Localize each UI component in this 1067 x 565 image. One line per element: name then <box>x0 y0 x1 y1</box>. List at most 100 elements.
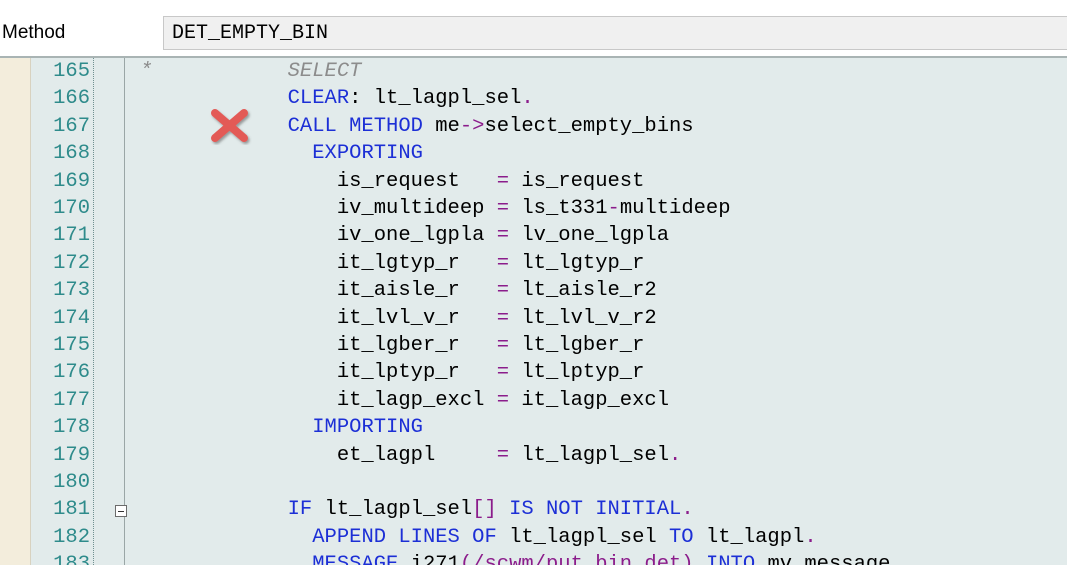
code-token: it_lagp_excl <box>140 388 497 412</box>
code-token: it_lptyp_r <box>140 361 497 385</box>
code-token: lt_aisle_r2 <box>509 279 657 303</box>
code-text: is_request = is_request <box>140 168 645 195</box>
code-token: lt_lagpl <box>693 525 805 549</box>
code-token: SELECT <box>287 60 362 83</box>
code-line[interactable]: 180 <box>0 469 1067 496</box>
code-token: me <box>422 114 460 138</box>
code-token: IMPORTING <box>312 416 423 440</box>
fold-margin <box>124 58 125 565</box>
code-line[interactable]: 183 MESSAGE i271(/scwm/put_bin_det) INTO… <box>0 551 1067 565</box>
code-text: iv_one_lgpla = lv_one_lgpla <box>140 222 669 249</box>
code-token: it_lgber_r <box>140 334 497 357</box>
code-token: lv_one_lgpla <box>509 224 670 248</box>
code-token: INTO <box>705 553 756 565</box>
code-text: CLEAR: lt_lagpl_sel. <box>140 85 534 112</box>
breakpoint-strip[interactable] <box>0 58 31 565</box>
code-text: it_lvl_v_r = lt_lvl_v_r2 <box>140 305 657 332</box>
code-token: IF <box>287 498 313 522</box>
code-line[interactable]: 168 EXPORTING <box>0 140 1067 167</box>
code-line[interactable]: 165* SELECT <box>0 58 1067 85</box>
code-token: EXPORTING <box>312 142 423 166</box>
code-token <box>497 498 509 521</box>
line-number: 183 <box>53 553 90 565</box>
code-token: et_lagpl <box>140 443 497 467</box>
line-number: 170 <box>53 197 90 220</box>
red-x-icon[interactable] <box>208 107 252 145</box>
line-number: 167 <box>53 114 90 138</box>
code-text: APPEND LINES OF lt_lagpl_sel TO lt_lagpl… <box>140 524 817 551</box>
code-token: mv_message <box>755 553 891 565</box>
code-token: . <box>521 87 534 111</box>
code-text: it_lgber_r = lt_lgber_r <box>140 332 645 359</box>
method-name-field[interactable]: DET_EMPTY_BIN <box>163 16 1067 50</box>
code-line[interactable]: 171 iv_one_lgpla = lv_one_lgpla <box>0 222 1067 249</box>
code-token: MESSAGE <box>312 553 399 565</box>
code-text: IF lt_lagpl_sel[] IS NOT INITIAL. <box>140 496 694 523</box>
code-token: it_lvl_v_r <box>140 306 497 330</box>
code-line[interactable]: 175 it_lgber_r = lt_lgber_r <box>0 332 1067 359</box>
code-token: . <box>669 443 682 467</box>
line-number-gutter <box>31 58 94 565</box>
code-text: et_lagpl = lt_lagpl_sel. <box>140 442 682 469</box>
code-line[interactable]: 182 APPEND LINES OF lt_lagpl_sel TO lt_l… <box>0 524 1067 551</box>
code-text: EXPORTING <box>140 140 423 167</box>
code-line[interactable]: 176 it_lptyp_r = lt_lptyp_r <box>0 359 1067 386</box>
code-token: select_empty_bins <box>484 114 694 138</box>
code-token: is_request <box>140 169 497 193</box>
code-line[interactable]: 166 CLEAR: lt_lagpl_sel. <box>0 85 1067 112</box>
code-text: MESSAGE i271(/scwm/put_bin_det) INTO mv_… <box>140 551 890 565</box>
code-token: it_lgtyp_r <box>140 251 497 275</box>
code-line[interactable]: 179 et_lagpl = lt_lagpl_sel. <box>0 442 1067 469</box>
method-label: Method <box>2 22 66 43</box>
line-number: 171 <box>53 224 90 248</box>
line-number: 177 <box>53 388 90 412</box>
code-line[interactable]: 173 it_aisle_r = lt_aisle_r2 <box>0 277 1067 304</box>
code-token: = <box>496 279 510 303</box>
code-token: : lt_lagpl_sel <box>349 87 522 111</box>
code-token: = <box>496 334 510 357</box>
code-text: * SELECT <box>140 58 361 85</box>
code-token: = <box>496 169 510 193</box>
code-token: ls_t331 <box>509 197 608 220</box>
code-token: lt_lagpl_sel <box>312 498 473 522</box>
line-number: 176 <box>53 361 90 385</box>
code-token: . <box>804 525 817 549</box>
code-token: - <box>607 197 620 220</box>
code-token <box>140 526 312 549</box>
code-token: = <box>496 361 510 385</box>
code-token: IS NOT INITIAL <box>509 498 682 522</box>
line-number: 168 <box>53 142 90 166</box>
code-token: multideep <box>619 197 731 220</box>
code-line[interactable]: 167 CALL METHOD me->select_empty_bins <box>0 113 1067 140</box>
code-token: it_lagp_excl <box>509 388 670 412</box>
code-line[interactable]: 172 it_lgtyp_r = lt_lgtyp_r <box>0 250 1067 277</box>
code-token: i271 <box>398 553 460 565</box>
code-text: it_lgtyp_r = lt_lgtyp_r <box>140 250 645 277</box>
code-token: it_aisle_r <box>140 279 497 303</box>
code-token: APPEND LINES OF <box>312 525 497 549</box>
fold-collapse-icon[interactable] <box>115 505 127 517</box>
line-number: 175 <box>53 334 90 357</box>
code-line[interactable]: 181 IF lt_lagpl_sel[] IS NOT INITIAL. <box>0 496 1067 523</box>
code-token: (/scwm/put_bin_det) <box>459 553 694 565</box>
line-number: 178 <box>53 416 90 440</box>
code-text: it_lagp_excl = it_lagp_excl <box>140 387 669 414</box>
code-token: -> <box>459 114 485 138</box>
code-line[interactable]: 174 it_lvl_v_r = lt_lvl_v_r2 <box>0 305 1067 332</box>
code-token <box>140 498 288 521</box>
code-line[interactable]: 177 it_lagp_excl = it_lagp_excl <box>0 387 1067 414</box>
code-token: lt_lgber_r <box>509 334 645 357</box>
code-token: CALL METHOD <box>287 114 423 138</box>
line-number: 181 <box>53 498 90 522</box>
code-token: lt_lagpl_sel <box>496 525 669 549</box>
code-line[interactable]: 169 is_request = is_request <box>0 168 1067 195</box>
code-token: = <box>496 251 510 275</box>
code-text: IMPORTING <box>140 414 423 441</box>
line-number: 174 <box>53 306 90 330</box>
code-line[interactable]: 170 iv_multideep = ls_t331-multideep <box>0 195 1067 222</box>
line-number: 166 <box>53 87 90 111</box>
code-token: CLEAR <box>287 87 350 111</box>
code-token: . <box>681 498 694 522</box>
code-line[interactable]: 178 IMPORTING <box>0 414 1067 441</box>
